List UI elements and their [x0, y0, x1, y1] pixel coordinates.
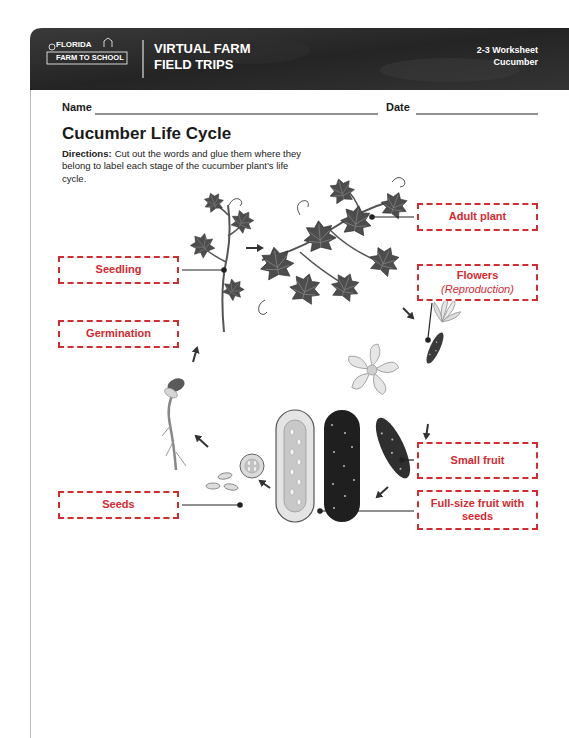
- worksheet-title: Cucumber Life Cycle: [62, 124, 231, 144]
- logo-text: FLORIDA: [56, 40, 92, 49]
- stage-label: Full-size fruit with seeds: [425, 497, 530, 523]
- logo-text: FARM TO SCHOOL: [56, 54, 124, 63]
- label-box: Full-size fruit with seeds: [417, 490, 538, 530]
- field-label: Name: [62, 101, 92, 114]
- label-box: Flowers(Reproduction): [417, 264, 538, 301]
- label-box: Seeds: [58, 491, 179, 519]
- stage-label: Seedling: [96, 263, 142, 276]
- worksheet-number: 2-3 Worksheet: [477, 45, 538, 55]
- stage-label: Adult plant: [449, 210, 506, 223]
- stage-label: Flowers: [457, 269, 499, 282]
- header-title: VIRTUAL FARM: [154, 42, 251, 57]
- directions-heading: Directions:: [62, 148, 112, 159]
- stage-label: Seeds: [102, 498, 134, 511]
- label-box: Germination: [58, 320, 179, 348]
- field-label: Date: [386, 101, 410, 114]
- label-box: Adult plant: [417, 203, 538, 231]
- label-box: Small fruit: [417, 442, 538, 479]
- stage-sublabel: (Reproduction): [441, 283, 514, 296]
- worksheet-topic: Cucumber: [493, 57, 538, 67]
- stage-label: Germination: [86, 327, 151, 340]
- stage-label: Small fruit: [451, 454, 505, 467]
- directions-block: Directions:Cut out the words and glue th…: [62, 148, 302, 185]
- label-box: Seedling: [58, 256, 179, 284]
- header-title: FIELD TRIPS: [154, 58, 233, 73]
